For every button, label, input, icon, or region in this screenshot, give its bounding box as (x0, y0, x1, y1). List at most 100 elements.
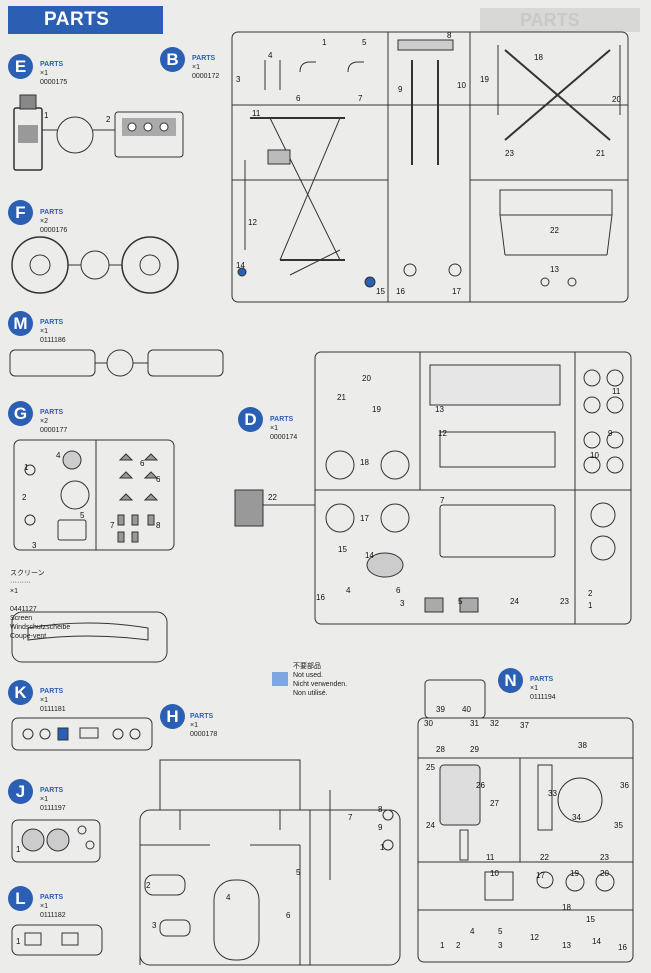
n-num-10: 10 (490, 869, 499, 878)
sprue-n (417, 679, 634, 963)
b-num-9: 9 (398, 85, 403, 94)
h-num-7: 7 (348, 813, 353, 822)
d-num-3: 3 (400, 599, 405, 608)
n-num-23: 23 (600, 853, 609, 862)
n-num-4: 4 (470, 927, 475, 936)
n-num-22: 22 (540, 853, 549, 862)
d-num-6: 6 (396, 586, 401, 595)
n-num-34: 34 (572, 813, 581, 822)
n-num-18: 18 (562, 903, 571, 912)
b-num-20: 20 (612, 95, 621, 104)
section-g-badge: G (8, 401, 33, 426)
d-num-20: 20 (362, 374, 371, 383)
section-f-badge: F (8, 200, 33, 225)
d-num-17: 17 (360, 514, 369, 523)
g-num-5: 5 (80, 511, 85, 520)
d-num-13: 13 (435, 405, 444, 414)
sprue-m (9, 349, 224, 377)
d-num-5: 5 (458, 597, 463, 606)
n-num-28: 28 (436, 745, 445, 754)
b-num-10: 10 (457, 81, 466, 90)
j-num-1: 1 (16, 845, 21, 854)
section-k-badge: K (8, 680, 33, 705)
sprue-k (11, 717, 153, 751)
d-num-7: 7 (440, 496, 445, 505)
h-num-6: 6 (286, 911, 291, 920)
n-num-26: 26 (476, 781, 485, 790)
section-b-badge: B (160, 47, 185, 72)
sprue-e (13, 94, 184, 171)
g-num-6a: 6 (140, 459, 145, 468)
d-num-1: 1 (588, 601, 593, 610)
b-num-21: 21 (596, 149, 605, 158)
b-num-11: 11 (252, 109, 261, 118)
sprue-j (11, 819, 101, 863)
n-num-35: 35 (614, 821, 623, 830)
d-num-2: 2 (588, 589, 593, 598)
d-num-23: 23 (560, 597, 569, 606)
b-num-22: 22 (550, 226, 559, 235)
part-number-labels: 1 2 1 5 4 3 6 7 8 9 10 11 12 13 14 15 16… (16, 31, 629, 952)
b-num-8: 8 (447, 31, 452, 40)
n-num-36: 36 (620, 781, 629, 790)
g-num-4: 4 (56, 451, 61, 460)
n-num-24: 24 (426, 821, 435, 830)
n-num-31: 31 (470, 719, 479, 728)
n-num-19: 19 (570, 869, 579, 878)
b-num-18: 18 (534, 53, 543, 62)
n-num-5: 5 (498, 927, 503, 936)
n-num-1: 1 (440, 941, 445, 950)
d-num-12: 12 (438, 429, 447, 438)
d-num-24: 24 (510, 597, 519, 606)
g-num-1: 1 (24, 463, 29, 472)
n-num-13: 13 (562, 941, 571, 950)
b-num-5: 5 (362, 38, 367, 47)
section-n-badge: N (498, 668, 523, 693)
section-j-badge: J (8, 779, 33, 804)
n-num-12: 12 (530, 933, 539, 942)
b-num-16: 16 (396, 287, 405, 296)
b-num-6: 6 (296, 94, 301, 103)
section-l-badge: L (8, 886, 33, 911)
b-num-13: 13 (550, 265, 559, 274)
sprue-d (234, 351, 632, 625)
n-num-17: 17 (536, 871, 545, 880)
b-num-7: 7 (358, 94, 363, 103)
sprue-g (13, 439, 175, 551)
unused-parts-note: 不要部品 Not used. Nicht verwenden. Non util… (293, 663, 348, 697)
g-num-7: 7 (110, 521, 115, 530)
n-num-11: 11 (486, 853, 495, 862)
h-num-1: 1 (380, 843, 385, 852)
screen-part (11, 611, 168, 663)
d-num-19: 19 (372, 405, 381, 414)
h-num-8: 8 (378, 805, 383, 814)
n-num-30: 30 (424, 719, 433, 728)
g-num-8: 8 (156, 521, 161, 530)
n-num-3: 3 (498, 941, 503, 950)
d-num-4: 4 (346, 586, 351, 595)
page-title: PARTS (8, 6, 163, 34)
n-num-37: 37 (520, 721, 529, 730)
b-num-17: 17 (452, 287, 461, 296)
d-num-18: 18 (360, 458, 369, 467)
d-num-14: 14 (365, 551, 374, 560)
b-num-19: 19 (480, 75, 489, 84)
b-num-1: 1 (322, 38, 327, 47)
h-num-9: 9 (378, 823, 383, 832)
section-e-badge: E (8, 54, 33, 79)
b-num-12: 12 (248, 218, 257, 227)
l-num-1: 1 (16, 937, 21, 946)
n-num-20: 20 (600, 869, 609, 878)
g-num-3: 3 (32, 541, 37, 550)
d-num-21: 21 (337, 393, 346, 402)
bleed-through-title: PARTS (480, 8, 640, 32)
g-num-6b: 6 (156, 475, 161, 484)
h-num-2: 2 (146, 881, 151, 890)
